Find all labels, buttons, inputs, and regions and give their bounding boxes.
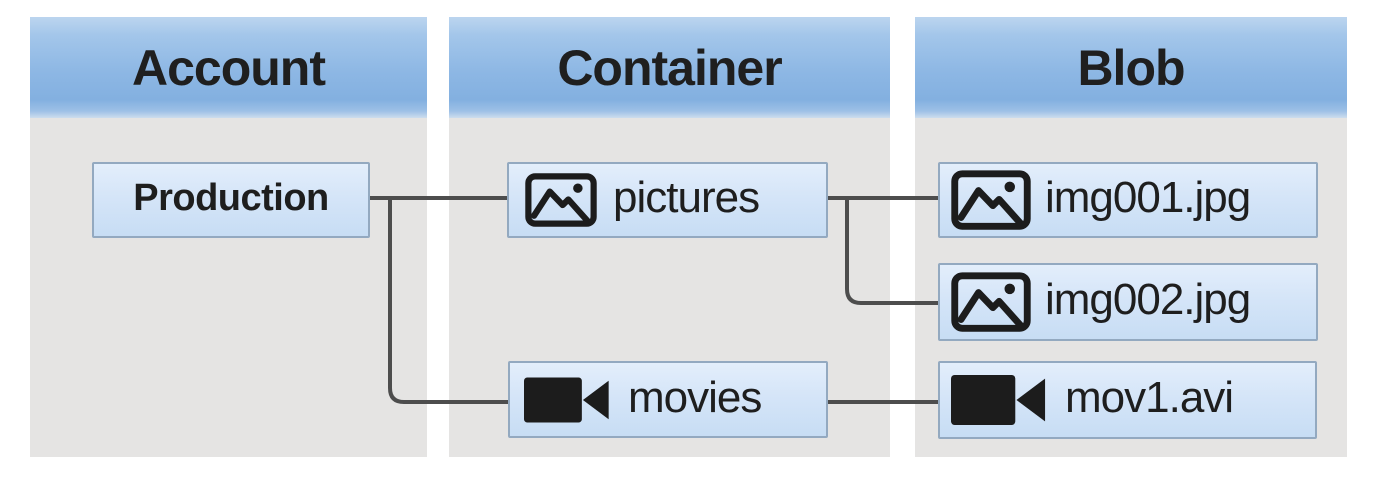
node-mov1: mov1.avi <box>938 361 1317 439</box>
column-title: Blob <box>1077 39 1185 96</box>
column-header-container: Container <box>449 17 890 118</box>
node-label: Production <box>133 177 329 219</box>
node-pictures: pictures <box>507 162 828 238</box>
picture-icon <box>951 272 1031 332</box>
column-header-blob: Blob <box>915 17 1347 118</box>
node-img001: img001.jpg <box>938 162 1318 238</box>
video-camera-icon <box>951 370 1051 430</box>
node-img002: img002.jpg <box>938 263 1318 341</box>
picture-icon <box>951 170 1031 230</box>
column-title: Account <box>132 39 326 96</box>
node-label: pictures <box>613 173 760 222</box>
video-camera-icon <box>524 373 614 427</box>
node-label: img001.jpg <box>1045 173 1251 222</box>
node-label: mov1.avi <box>1065 373 1234 422</box>
node-label: movies <box>628 372 762 422</box>
node-label: img002.jpg <box>1045 275 1251 324</box>
column-header-account: Account <box>30 17 427 118</box>
picture-icon <box>523 173 599 227</box>
column-title: Container <box>557 39 782 96</box>
node-production: Production <box>92 162 370 238</box>
node-movies: movies <box>508 361 828 438</box>
